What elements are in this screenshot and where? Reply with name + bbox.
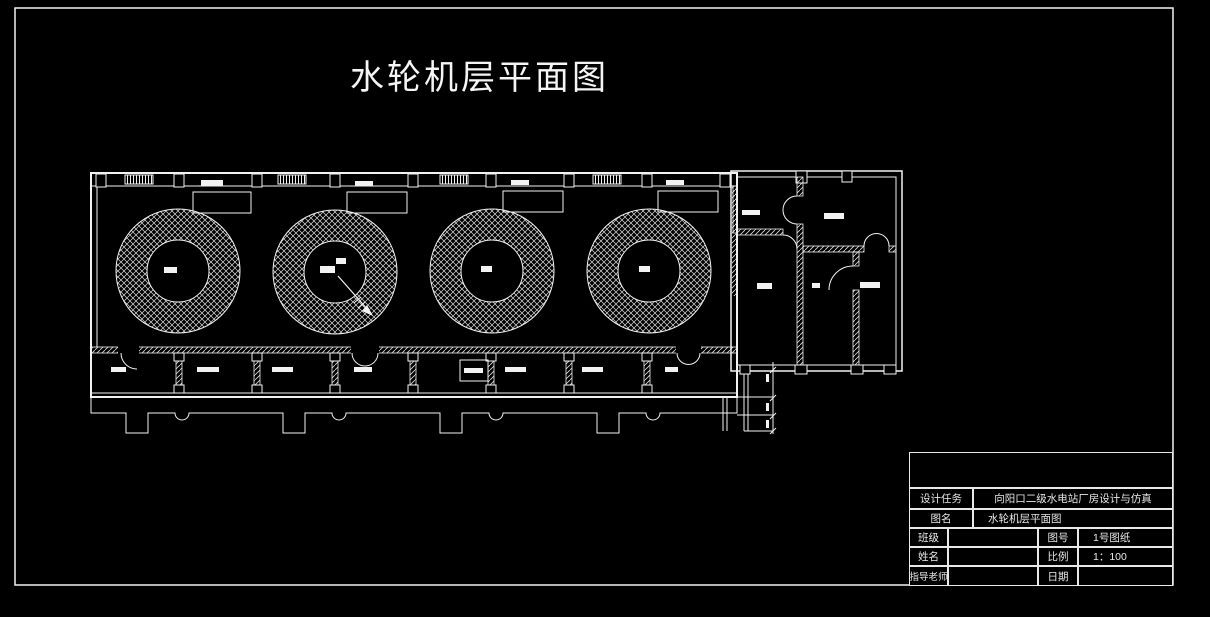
- room-row: [90, 186, 738, 394]
- design-task-value: 向阳口二级水电站厂房设计与仿真: [973, 488, 1173, 509]
- equipment-box: [459, 359, 489, 382]
- hall-windows: [124, 174, 622, 185]
- drawing-title: 水轮机层平面图: [350, 58, 609, 98]
- advisor-value: [948, 566, 1038, 586]
- drawing-name-label: 图名: [909, 509, 973, 528]
- turbine-unit-4: [586, 208, 712, 334]
- room-labels: [111, 367, 678, 372]
- student-name-label: 姓名: [909, 547, 948, 566]
- date-value: [1078, 566, 1173, 586]
- date-label: 日期: [1038, 566, 1078, 586]
- turbine-unit-3: [429, 208, 555, 334]
- student-name-value: [948, 547, 1038, 566]
- scale-value: 1：100: [1078, 547, 1173, 566]
- turbine-unit-2: [272, 209, 398, 335]
- title-block: 设计任务 向阳口二级水电站厂房设计与仿真 图名 水轮机层平面图 班级 图号 1号…: [909, 452, 1173, 586]
- annex: [730, 170, 903, 375]
- tailrace-outline: [90, 397, 738, 434]
- leader-arrow-icon: [362, 305, 373, 316]
- hall-pilasters: [95, 173, 731, 188]
- drawing-no-value: 1号图纸: [1078, 528, 1173, 547]
- annex-room-labels: [742, 210, 880, 289]
- class-label: 班级: [909, 528, 948, 547]
- advisor-label: 指导老师: [909, 566, 948, 586]
- drawing-no-label: 图号: [1038, 528, 1078, 547]
- sheet-frame: [14, 7, 1174, 586]
- hall-equipment: [192, 180, 719, 214]
- dimension-lines: [722, 362, 777, 435]
- design-task-label: 设计任务: [909, 488, 973, 509]
- drawing-name-value: 水轮机层平面图: [973, 509, 1173, 528]
- class-value: [948, 528, 1038, 547]
- scale-label: 比例: [1038, 547, 1078, 566]
- title-block-empty-row: [909, 452, 1173, 488]
- turbine-unit-1: [115, 208, 241, 334]
